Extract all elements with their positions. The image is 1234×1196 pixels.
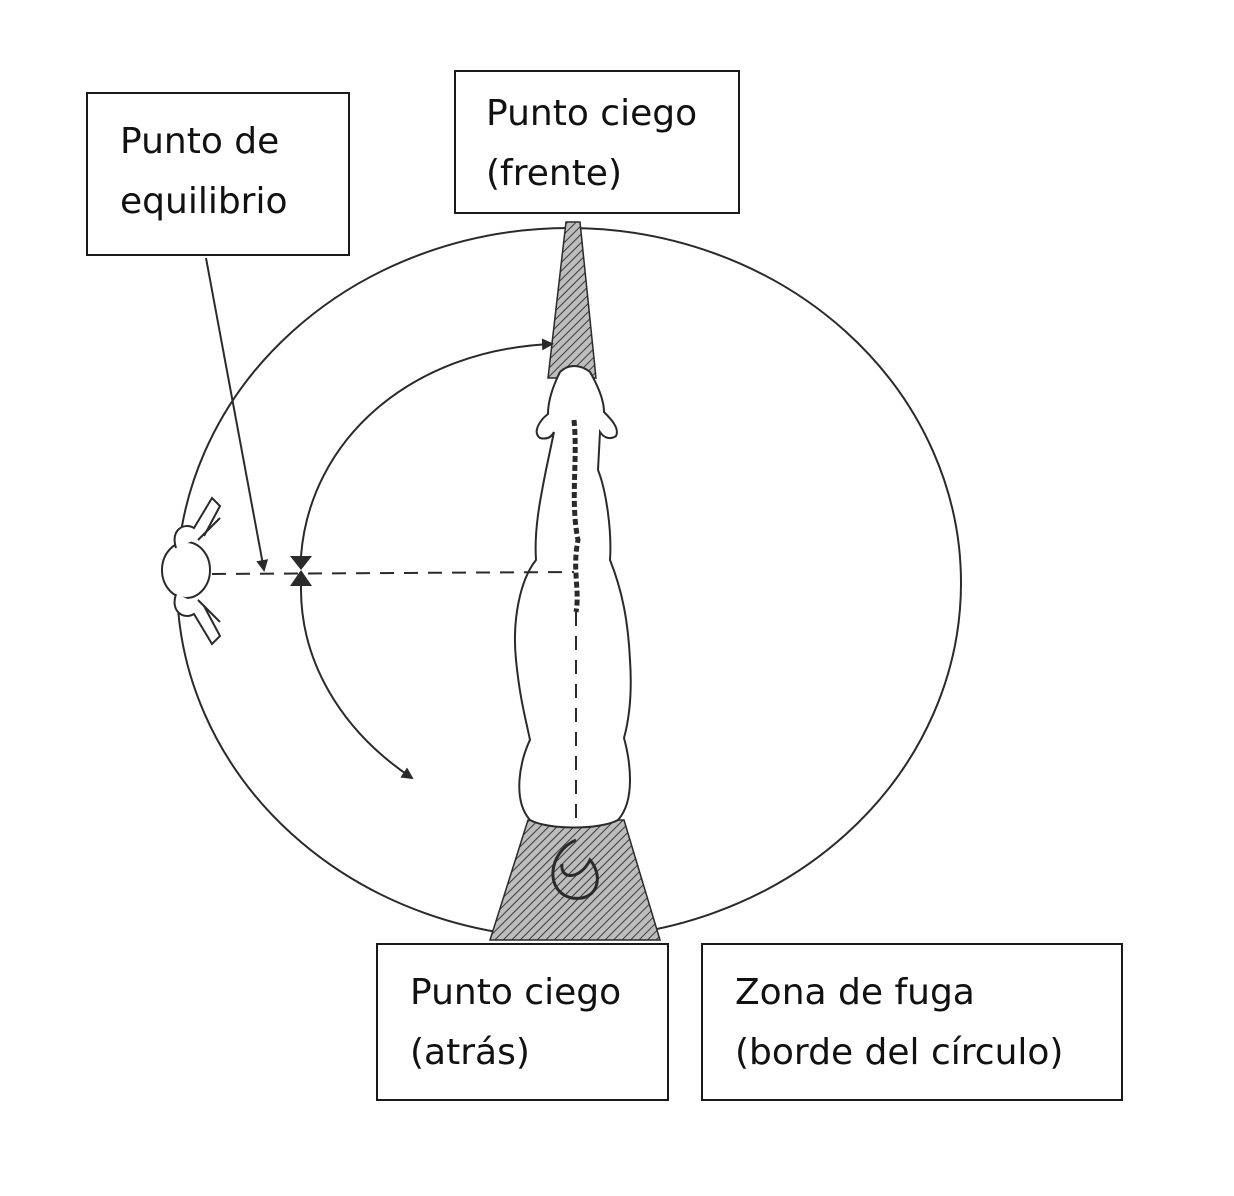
flight-zone-line-2: (borde del círculo) [735, 1023, 1121, 1083]
animal-top-view [515, 366, 631, 828]
blind-spot-back-wedge [490, 820, 660, 940]
movement-arc-backward [301, 586, 412, 778]
flight-zone-label: Zona de fuga (borde del círculo) [701, 943, 1123, 1101]
balance-dashed-line [212, 572, 574, 574]
blind-spot-back-line-2: (atrás) [410, 1023, 667, 1083]
blind-spot-front-wedge [548, 222, 596, 378]
balance-point-line-1: Punto de [120, 112, 348, 172]
handler-figure [162, 498, 220, 644]
balance-point-marker [290, 556, 312, 586]
blind-spot-front-line-2: (frente) [486, 144, 738, 204]
balance-point-label: Punto de equilibrio [86, 92, 350, 256]
balance-point-line-2: equilibrio [120, 172, 348, 232]
movement-arc-forward [301, 344, 552, 556]
blind-spot-front-label: Punto ciego (frente) [454, 70, 740, 214]
blind-spot-front-line-1: Punto ciego [486, 84, 738, 144]
blind-spot-back-label: Punto ciego (atrás) [376, 943, 669, 1101]
blind-spot-back-line-1: Punto ciego [410, 963, 667, 1023]
flight-zone-line-1: Zona de fuga [735, 963, 1121, 1023]
